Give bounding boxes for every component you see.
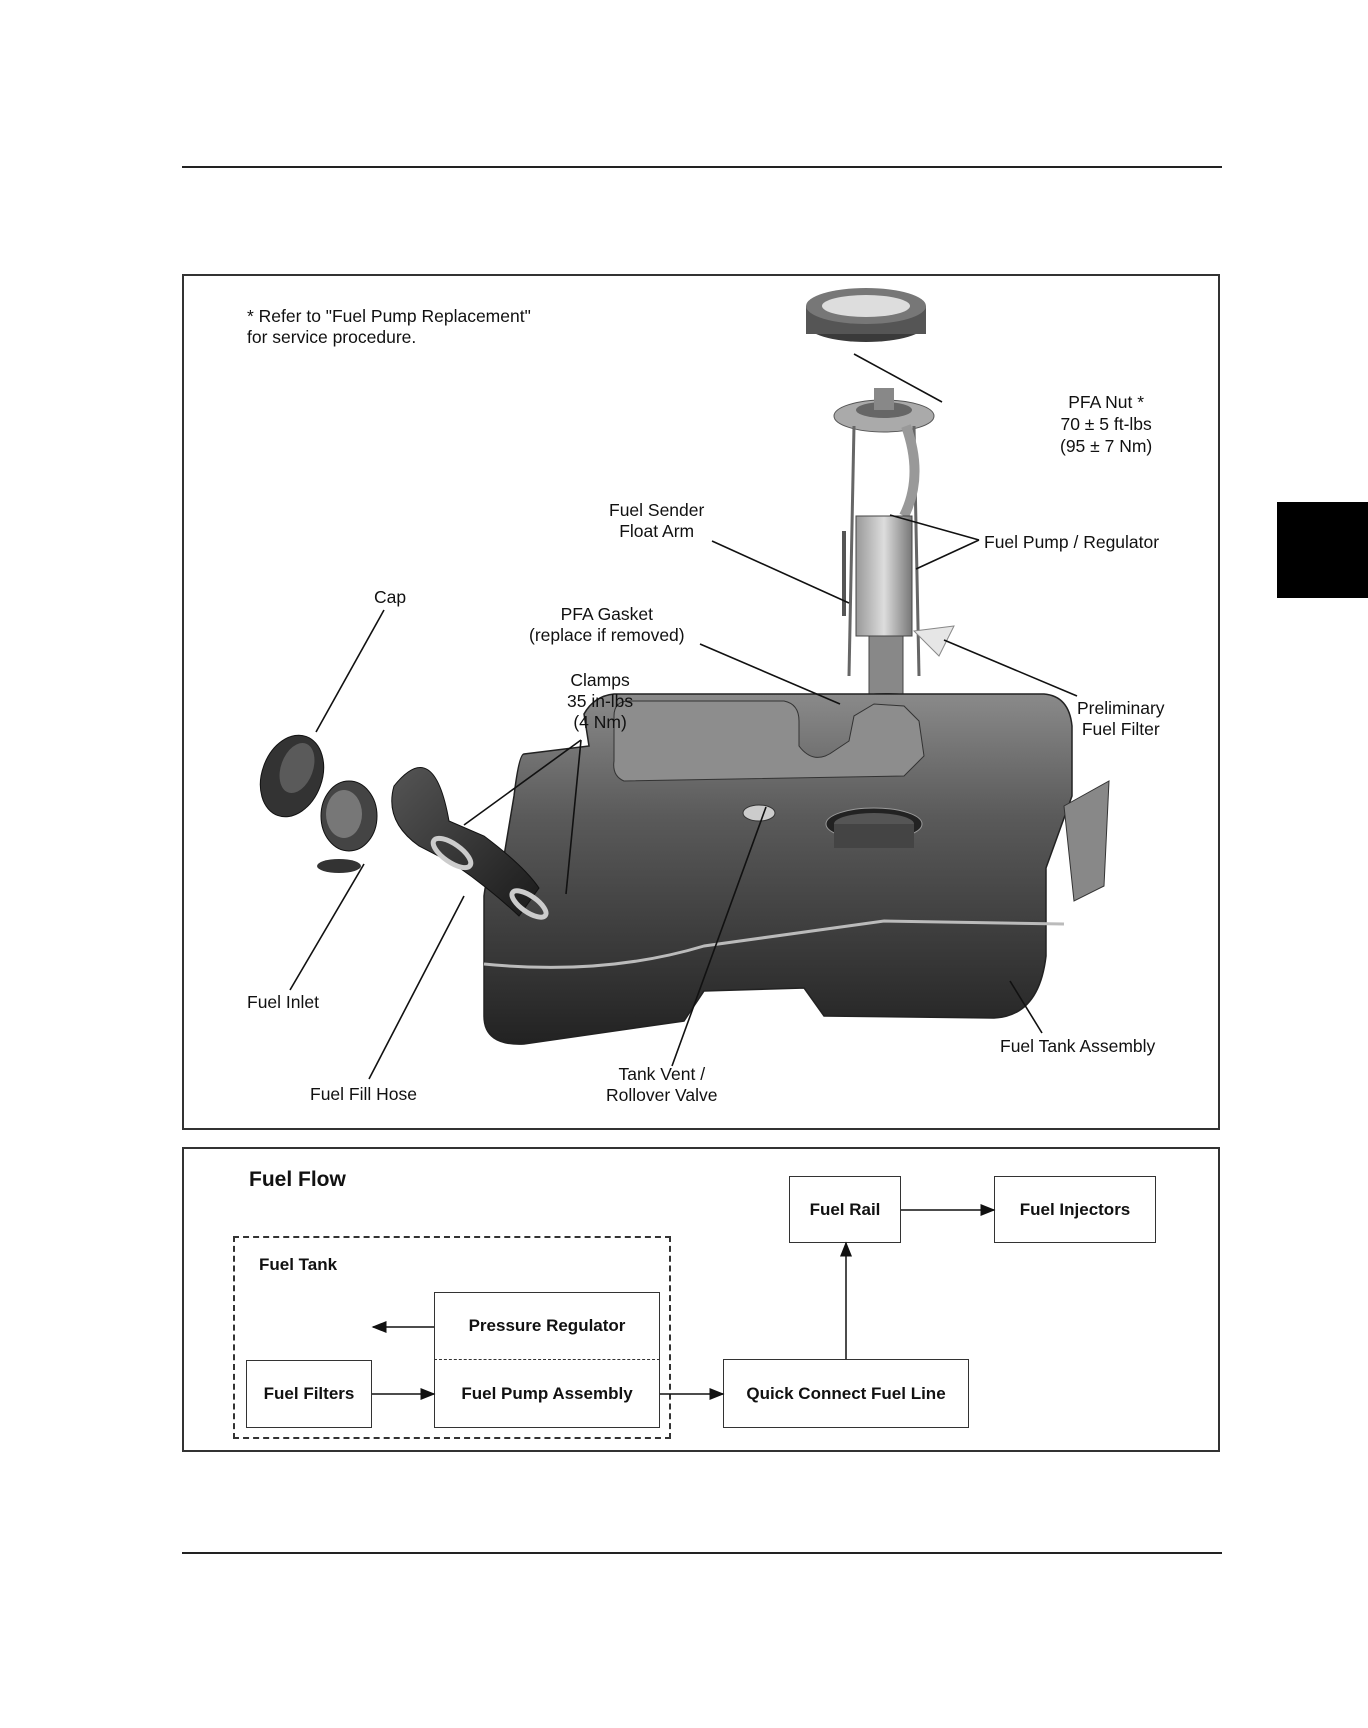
fuel-cap-part	[259, 734, 325, 818]
callout-pfa-nut: PFA Nut * 70 ± 5 ft-lbs (95 ± 7 Nm)	[1060, 392, 1153, 456]
fuel-pump-assembly-box: Fuel Pump Assembly	[434, 1359, 660, 1428]
bottom-rule	[182, 1552, 1222, 1554]
fuel-injectors-box: Fuel Injectors	[994, 1176, 1156, 1243]
callout-fuel-inlet: Fuel Inlet	[247, 992, 319, 1012]
fuel-filters-box: Fuel Filters	[246, 1360, 372, 1428]
fuel-tank-group-label: Fuel Tank	[259, 1255, 338, 1274]
fuel-flow-title: Fuel Flow	[249, 1168, 346, 1191]
top-rule	[182, 166, 1222, 168]
pfa-nut-part	[806, 288, 926, 342]
section-tab	[1277, 502, 1368, 598]
callout-fuel-sender-float-arm: Fuel Sender Float Arm	[609, 500, 705, 541]
fuel-pump-assembly-part	[833, 388, 955, 697]
callout-tank-vent-rollover-valve: Tank Vent / Rollover Valve	[606, 1064, 718, 1105]
fuel-rail-box: Fuel Rail	[789, 1176, 901, 1243]
callout-fuel-fill-hose: Fuel Fill Hose	[310, 1084, 417, 1104]
callout-fuel-pump-regulator: Fuel Pump / Regulator	[984, 532, 1160, 552]
quick-connect-fuel-line-box: Quick Connect Fuel Line	[723, 1359, 969, 1428]
fuel-system-diagram: * Refer to "Fuel Pump Replacement" for s…	[182, 274, 1220, 1130]
service-note: * Refer to "Fuel Pump Replacement" for s…	[247, 306, 531, 347]
fuel-flow-arrows	[371, 1204, 996, 1400]
callout-pfa-gasket: PFA Gasket (replace if removed)	[529, 604, 685, 645]
callout-clamps: Clamps 35 in-lbs (4 Nm)	[567, 670, 634, 732]
fuel-fill-hose-part	[391, 767, 549, 920]
callout-fuel-tank-assembly: Fuel Tank Assembly	[1000, 1036, 1156, 1056]
fuel-system-illustration	[259, 288, 1110, 1080]
fuel-tank-part	[483, 693, 1110, 1045]
pressure-regulator-box: Pressure Regulator	[434, 1292, 660, 1360]
fuel-inlet-part	[317, 780, 378, 873]
callout-leader-lines	[289, 353, 1078, 1080]
callout-cap: Cap	[374, 587, 407, 607]
fuel-tank-group	[233, 1236, 671, 1439]
fuel-flow-diagram: Fuel Flow Fuel Tank Fuel Rail Fuel Injec…	[182, 1147, 1220, 1452]
callout-preliminary-fuel-filter: Preliminary Fuel Filter	[1077, 698, 1165, 739]
